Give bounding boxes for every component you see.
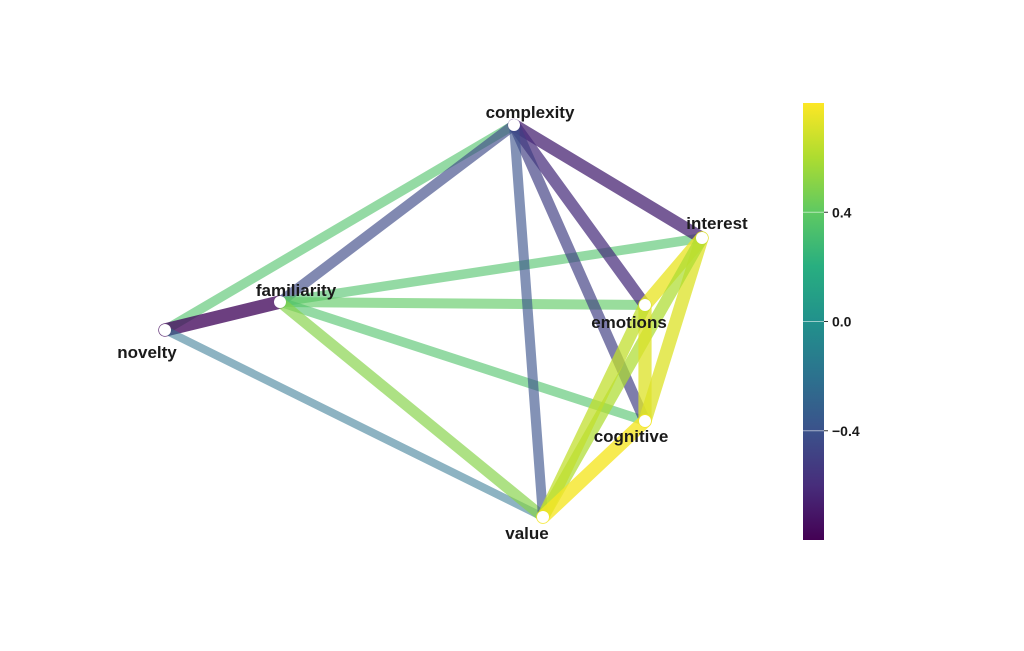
colorbar-tick-label: 0.0	[832, 314, 852, 330]
colorbar-tick-label: 0.4	[832, 204, 852, 220]
node-label-value: value	[505, 524, 548, 543]
node-label-novelty: novelty	[117, 343, 177, 362]
node-label-familiarity: familiarity	[256, 281, 337, 300]
node-complexity	[508, 119, 520, 131]
node-label-cognitive: cognitive	[594, 427, 669, 446]
colorbar-tick-label: −0.4	[832, 423, 860, 439]
edge-novelty-complexity	[160, 120, 519, 335]
edge-novelty-familiarity	[158, 295, 287, 337]
colorbar-ticks: −0.4 0.0 0.4	[803, 204, 860, 439]
node-cognitive	[639, 415, 651, 427]
edge-emotions-value	[536, 298, 652, 524]
edge-cognitive-value	[536, 414, 652, 524]
node-label-emotions: emotions	[591, 313, 667, 332]
edge-familiarity-emotions	[275, 297, 650, 310]
node-label-interest: interest	[686, 214, 748, 233]
node-value	[537, 511, 549, 523]
edge-complexity-interest	[507, 118, 709, 245]
colorbar: −0.4 0.0 0.4	[803, 103, 860, 540]
node-emotions	[639, 299, 651, 311]
edge-familiarity-cognitive	[275, 297, 650, 426]
edge-complexity-value	[509, 120, 548, 522]
node-label-complexity: complexity	[486, 103, 575, 122]
node-novelty	[159, 324, 171, 336]
nodes-layer	[159, 119, 708, 523]
edge-interest-cognitive	[638, 231, 709, 428]
edge-familiarity-interest	[275, 233, 707, 307]
labels-layer: complexity interest familiarity emotions nov…	[117, 103, 748, 543]
edge-familiarity-value	[274, 296, 549, 523]
node-interest	[696, 232, 708, 244]
edge-complexity-emotions	[508, 119, 651, 311]
edge-novelty-value	[161, 326, 547, 521]
edge-familiarity-complexity	[274, 119, 520, 308]
edges-layer	[158, 118, 709, 524]
node-familiarity	[274, 296, 286, 308]
